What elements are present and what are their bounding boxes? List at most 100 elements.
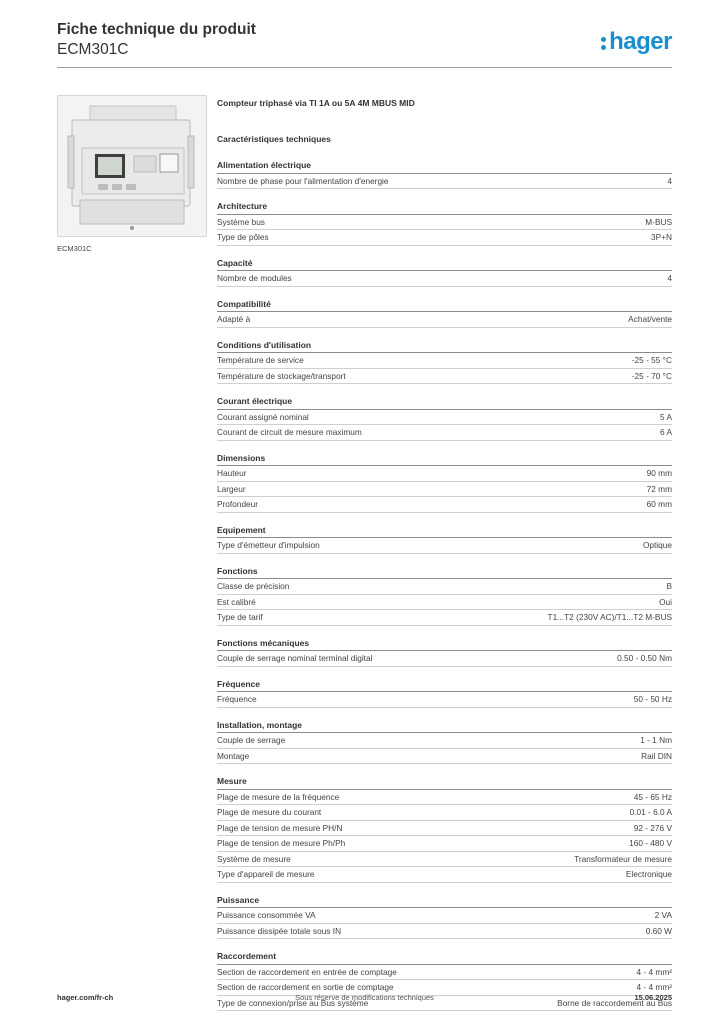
- spec-value: Oui: [659, 596, 672, 607]
- energy-meter-illustration: [67, 105, 195, 230]
- section-title: Alimentation électrique: [217, 158, 672, 174]
- spec-value: 92 - 276 V: [633, 822, 672, 833]
- spec-value: 0.50 - 0.50 Nm: [617, 653, 672, 663]
- spec-label: Plage de tension de mesure Ph/Ph: [217, 838, 346, 848]
- footer-date: 15.06.2025: [634, 993, 672, 1002]
- spec-value: 2 VA: [654, 910, 672, 920]
- spec-value: 3P+N: [651, 232, 672, 242]
- spec-label: Puissance dissipée totale sous IN: [217, 925, 342, 936]
- spec-label: Fréquence: [217, 694, 257, 704]
- spec-label: Couple de serrage: [217, 735, 286, 745]
- spec-label: Profondeur: [217, 499, 259, 509]
- spec-value: 90 mm: [646, 468, 672, 478]
- spec-label: Système bus: [217, 216, 265, 227]
- spec-label: Section de raccordement en entrée de com…: [217, 966, 397, 977]
- spec-label: Couple de serrage nominal terminal digit…: [217, 653, 373, 663]
- spec-value: Optique: [642, 540, 672, 550]
- spec-row: Température de stockage/transport -25 - 7…: [217, 369, 672, 384]
- spec-row: Profondeur 60 mm: [217, 497, 672, 513]
- spec-value: 72 mm: [646, 483, 672, 494]
- hager-logo: hager: [601, 28, 672, 56]
- footer-website-link[interactable]: hager.com/fr-ch: [57, 993, 114, 1002]
- spec-value: Rail DIN: [641, 750, 672, 761]
- logo-text: hager: [609, 28, 672, 55]
- spec-label: Est calibré: [217, 596, 256, 607]
- spec-value: 1 - 1 Nm: [640, 735, 672, 745]
- logo-colon-icon: [601, 30, 607, 52]
- spec-value: 5 A: [660, 411, 672, 422]
- spec-row: Hauteur 90 mm: [217, 466, 672, 482]
- spec-label: Largeur: [217, 483, 246, 494]
- spec-label: Nombre de phase pour l'alimentation d'en…: [217, 175, 389, 186]
- spec-value: Borne de raccordement au Bus: [557, 997, 672, 1008]
- spec-value: 4 - 4 mm²: [636, 982, 673, 992]
- tech-characteristics-heading: Caractéristiques techniques: [217, 134, 331, 144]
- product-image: [57, 95, 207, 237]
- spec-value: 4: [667, 175, 672, 186]
- spec-row: Température de service -25 - 55 °C: [217, 353, 672, 369]
- spec-label: Hauteur: [217, 468, 247, 478]
- spec-row: Fréquence 50 - 50 Hz: [217, 692, 672, 708]
- page-title: Fiche technique du produit: [57, 21, 256, 38]
- spec-value: -25 - 70 °C: [631, 370, 672, 381]
- spec-label: Nombre de modules: [217, 273, 292, 283]
- product-description: Compteur triphasé via TI 1A ou 5A 4M MBU…: [217, 98, 415, 108]
- spec-label: Puissance consommée VA: [217, 910, 316, 920]
- spec-value: B: [666, 581, 672, 591]
- spec-label: Température de stockage/transport: [217, 370, 346, 381]
- section-title: Installation, montage: [217, 718, 672, 733]
- spec-row: Courant de circuit de mesure maximum 6 A: [217, 425, 672, 441]
- spec-value: M-BUS: [645, 216, 672, 227]
- spec-value: 60 mm: [646, 499, 672, 509]
- spec-row: Largeur 72 mm: [217, 482, 672, 497]
- spec-label: Type d'appareil de mesure: [217, 869, 315, 879]
- spec-label: Température de service: [217, 355, 304, 365]
- spec-value: -25 - 55 °C: [631, 355, 672, 365]
- spec-label: Plage de mesure du courant: [217, 807, 322, 817]
- spec-value: 6 A: [660, 427, 672, 437]
- section-title: Conditions d'utilisation: [217, 338, 672, 353]
- spec-row: Section de raccordement en sortie de com…: [217, 980, 672, 996]
- section-title: Raccordement: [217, 949, 672, 965]
- spec-value: 4 - 4 mm²: [636, 966, 673, 977]
- spec-value: 50 - 50 Hz: [633, 694, 672, 704]
- spec-row: Couple de serrage nominal terminal digit…: [217, 651, 672, 667]
- spec-row: Couple de serrage 1 - 1 Nm: [217, 733, 672, 749]
- spec-row: Section de raccordement en entrée de com…: [217, 965, 673, 980]
- image-caption: ECM301C: [57, 244, 92, 253]
- spec-row: Type de pôles 3P+N: [217, 230, 672, 246]
- section-title: Dimensions: [217, 451, 672, 466]
- spec-row: Nombre de phase pour l'alimentation d'en…: [217, 174, 672, 189]
- spec-label: Plage de mesure de la fréquence: [217, 791, 340, 802]
- section-title: Equipement: [217, 523, 672, 538]
- section-title: Architecture: [217, 199, 672, 215]
- header-divider: [57, 67, 672, 68]
- spec-label: Courant de circuit de mesure maximum: [217, 427, 362, 437]
- spec-label: Type de pôles: [217, 232, 269, 242]
- spec-row: Puissance consommée VA 2 VA: [217, 908, 672, 924]
- spec-row: Type d'appareil de mesure Electronique: [217, 867, 672, 883]
- spec-value: Electronique: [625, 869, 672, 879]
- section-title: Fonctions: [217, 564, 672, 579]
- spec-label: Montage: [217, 750, 250, 761]
